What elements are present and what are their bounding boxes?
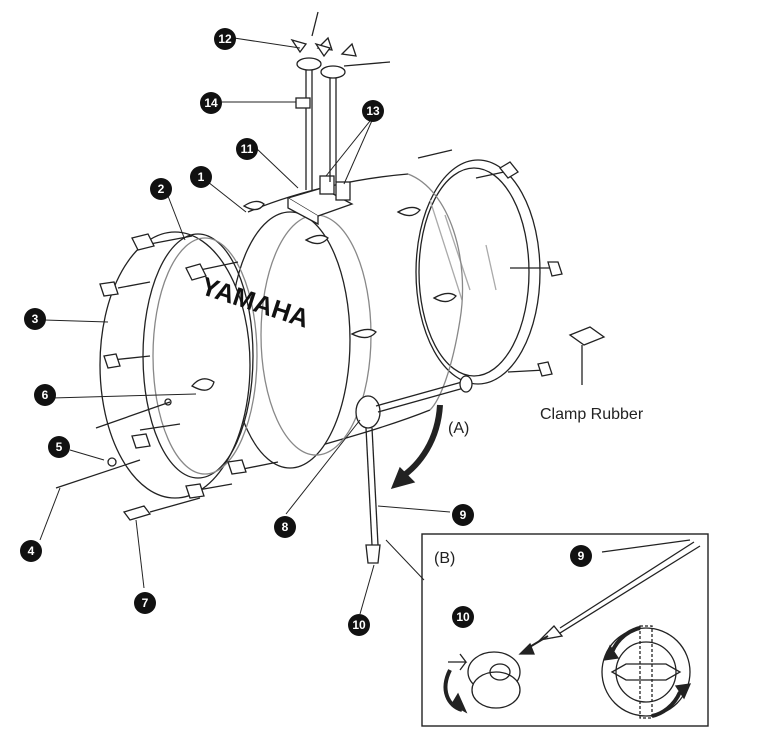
- callout-6: 6: [34, 384, 56, 406]
- view-b-label: (B): [434, 550, 456, 567]
- tom-holder: [286, 11, 391, 226]
- callout-1: 1: [190, 166, 212, 188]
- callout-4: 4: [20, 540, 42, 562]
- callout-5: 5: [48, 436, 70, 458]
- front-hoop: [99, 231, 258, 499]
- callout-3: 3: [24, 308, 46, 330]
- callout-8: 8: [274, 516, 296, 538]
- callout-10: 10: [348, 614, 370, 636]
- callout-11: 11: [236, 138, 258, 160]
- callout-14: 14: [200, 92, 222, 114]
- rear-hoop: [415, 159, 541, 385]
- callout-2: 2: [150, 178, 172, 200]
- front-tension-rods: [99, 233, 279, 499]
- clamp-rubber-label: Clamp Rubber: [540, 406, 644, 423]
- loose-parts: [55, 378, 215, 521]
- spur-assembly: [355, 326, 606, 564]
- rear-tension-rods: [417, 149, 563, 377]
- callout-12: 12: [214, 28, 236, 50]
- callout-7: 7: [134, 592, 156, 614]
- leader-lines: [39, 37, 451, 615]
- callout-10-detail: 10: [452, 606, 474, 628]
- detail-box-b: [421, 533, 709, 727]
- callout-13: 13: [362, 100, 384, 122]
- callout-9: 9: [452, 504, 474, 526]
- view-a-label: (A): [448, 420, 470, 437]
- callout-9-detail: 9: [570, 545, 592, 567]
